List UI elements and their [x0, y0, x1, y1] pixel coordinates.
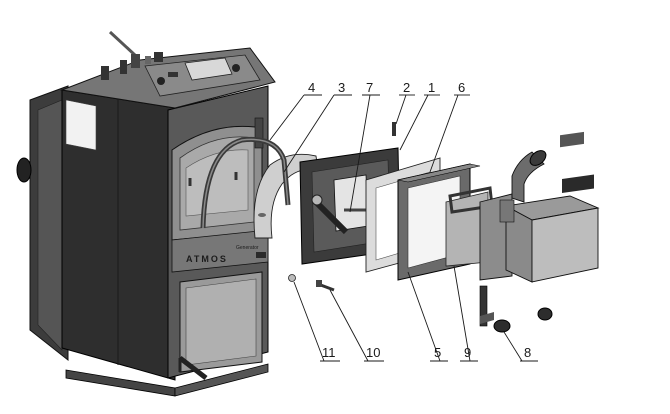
- callout-10: 10: [366, 345, 380, 360]
- part-11-nut: [288, 274, 296, 282]
- callout-9: 9: [464, 345, 471, 360]
- pellet-burner: [499, 131, 600, 283]
- nameplate-model: Generator: [236, 245, 259, 251]
- callout-3: 3: [338, 80, 345, 95]
- callouts: 4 3 7 2 1 6 11 10 5 9: [269, 80, 538, 362]
- boiler-body: ATMOS Generator: [16, 30, 276, 397]
- callout-4: 4: [308, 80, 315, 95]
- part-10-bolt: [316, 280, 335, 292]
- callout-1: 1: [428, 80, 435, 95]
- nameplate-brand: ATMOS: [186, 254, 228, 264]
- callout-8: 8: [524, 345, 531, 360]
- callout-7: 7: [366, 80, 373, 95]
- part-2-pin: [392, 122, 396, 136]
- bracket-lever: [479, 285, 494, 327]
- callout-5: 5: [434, 345, 441, 360]
- callout-6: 6: [458, 80, 465, 95]
- callout-11: 11: [322, 345, 336, 360]
- callout-2: 2: [403, 80, 410, 95]
- part-8-knobs: [493, 307, 553, 333]
- part-4-handle-bar: [200, 136, 291, 229]
